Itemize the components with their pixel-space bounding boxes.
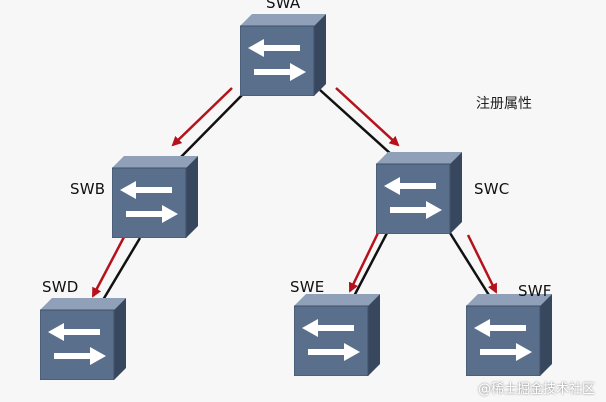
network-switch-icon (466, 294, 552, 376)
link-swc-swe (350, 232, 389, 301)
switch-swd (40, 298, 126, 380)
watermark: @稀土掘金技术社区 (478, 382, 596, 397)
node-label-swc: SWC (474, 180, 510, 198)
node-label-swf: SWF (518, 282, 552, 300)
network-switch-icon (112, 156, 198, 238)
network-switch-icon (376, 152, 462, 234)
link-swc-swf (448, 232, 494, 301)
link-swb-swd (98, 237, 142, 306)
registration-attribute-label: 注册属性 (476, 96, 532, 112)
link-swa-swb (179, 89, 248, 159)
network-switch-icon (240, 14, 326, 96)
network-switch-icon (294, 294, 380, 376)
propagation-arrow-swc-swf (466, 234, 498, 294)
propagation-arrow-swb-swd (91, 236, 126, 298)
switch-swb (112, 156, 198, 238)
node-label-swd: SWD (42, 278, 79, 296)
switch-swa (240, 14, 326, 96)
link-swa-swc (319, 89, 393, 156)
propagation-arrow-swa-swb (171, 87, 233, 147)
node-label-swb: SWB (70, 180, 106, 198)
network-switch-icon (40, 298, 126, 380)
switch-swc (376, 152, 462, 234)
propagation-arrow-swa-swc (335, 87, 400, 147)
propagation-arrow-swc-swe (348, 232, 380, 293)
switch-swe (294, 294, 380, 376)
switch-swf (466, 294, 552, 376)
node-label-swa: SWA (266, 0, 301, 12)
node-label-swe: SWE (290, 278, 325, 296)
